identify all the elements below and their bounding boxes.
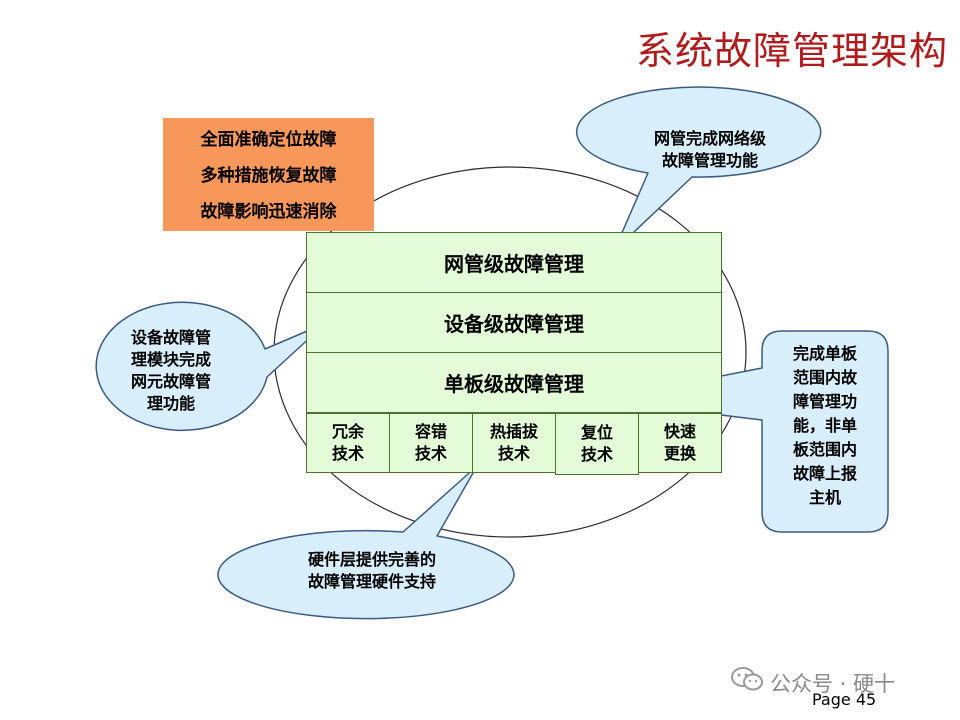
- callout-line: 网管完成网络级: [653, 129, 766, 148]
- tech-label-line: 技术: [414, 444, 447, 463]
- callout-line: 网元故障管: [130, 372, 211, 391]
- callout-line: 范围内故: [792, 368, 857, 387]
- tech-redundancy: 冗余 技术: [306, 413, 390, 473]
- tech-label-line: 容错: [414, 422, 447, 441]
- page-number: Page 45: [812, 690, 877, 709]
- watermark-text: 公众号 · 硬十: [770, 672, 896, 696]
- goal-item: 多种措施恢复故障: [200, 166, 337, 186]
- layer-device-fault-management: 设备级故障管理: [306, 292, 722, 353]
- tech-label-line: 技术: [497, 444, 530, 463]
- tech-label-line: 技术: [580, 445, 613, 464]
- tech-label-line: 复位: [580, 423, 613, 442]
- layer-board-fault-management: 单板级故障管理: [306, 352, 722, 413]
- tech-label-line: 更换: [663, 444, 696, 463]
- callout-line: 硬件层提供完善的: [307, 550, 436, 569]
- callout-hw-bubble: [217, 465, 515, 620]
- callout-hardware-text: 硬件层提供完善的 故障管理硬件支持: [226, 549, 518, 593]
- layer-nms-fault-management: 网管级故障管理: [306, 232, 722, 293]
- goal-item: 故障影响迅速消除: [200, 202, 337, 222]
- callout-nms-bubble: [575, 86, 822, 252]
- tech-label-line: 热插拔: [489, 422, 538, 441]
- callout-line: 故障上报: [792, 464, 857, 483]
- tech-hot-swap: 热插拔 技术: [472, 413, 556, 473]
- tech-fault-tolerance: 容错 技术: [389, 413, 473, 473]
- wechat-icon: [731, 667, 763, 691]
- callout-device-text: 设备故障管 理模块完成 网元故障管 理功能: [96, 327, 246, 415]
- tech-quick-replace: 快速 更换: [638, 413, 722, 473]
- callout-nms-text: 网管完成网络级 故障管理功能: [600, 128, 820, 172]
- callout-line: 故障管理硬件支持: [307, 572, 436, 591]
- callout-line: 理功能: [146, 394, 195, 413]
- tech-label-line: 技术: [331, 444, 364, 463]
- callout-line: 设备故障管: [130, 328, 211, 347]
- callout-line: 能，非单: [792, 416, 857, 435]
- callout-line: 故障管理功能: [661, 151, 758, 170]
- tech-label-line: 快速: [663, 422, 696, 441]
- goals-box: 全面准确定位故障 多种措施恢复故障 故障影响迅速消除: [163, 118, 374, 231]
- callout-board-text: 完成单板 范围内故 障管理功 能，非单 板范围内 故障上报 主机: [762, 342, 888, 510]
- tech-reset: 复位 技术: [555, 413, 639, 475]
- callout-line: 完成单板: [792, 344, 857, 363]
- goal-item: 全面准确定位故障: [200, 130, 337, 150]
- callout-board-bubble: [597, 330, 889, 533]
- callout-line: 板范围内: [792, 440, 857, 459]
- callout-line: 理模块完成: [130, 350, 211, 369]
- tech-label-line: 冗余: [331, 422, 364, 441]
- callout-line: 障管理功: [792, 392, 857, 411]
- callout-line: 主机: [808, 488, 841, 507]
- callout-device-bubble: [95, 301, 327, 432]
- slide-title: 系统故障管理架构: [635, 29, 948, 73]
